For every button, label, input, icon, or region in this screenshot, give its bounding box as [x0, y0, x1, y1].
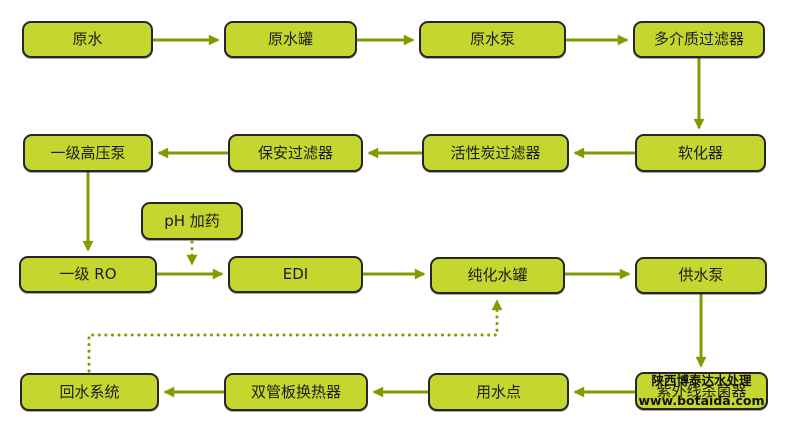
node-edi: EDI [228, 256, 363, 293]
node-label: 原水泵 [469, 30, 515, 48]
node-label: 多介质过滤器 [653, 30, 744, 48]
edge-return-to-purified-dotted [87, 299, 503, 373]
node-label: 原水罐 [267, 30, 313, 48]
node-softener: 软化器 [635, 134, 766, 172]
node-label: 供水泵 [678, 266, 724, 284]
node-carbon-filter: 活性炭过滤器 [422, 134, 569, 172]
node-supply-pump: 供水泵 [635, 257, 767, 294]
node-label: 双管板换热器 [250, 382, 341, 401]
node-purified-tank: 纯化水罐 [430, 257, 565, 294]
node-raw-water-tank: 原水罐 [224, 21, 357, 58]
node-uv-sterilizer: 紫外线杀菌器 陕西博泰达水处理 www.botaida.com [635, 372, 768, 410]
node-multimedia-filter: 多介质过滤器 [633, 21, 765, 58]
node-label: 软化器 [677, 143, 723, 162]
node-label: EDI [282, 265, 309, 283]
node-label: 活性炭过滤器 [450, 143, 541, 162]
node-return-system: 回水系统 [20, 373, 159, 411]
node-raw-water: 原水 [22, 21, 153, 58]
node-label: 一级 RO [59, 265, 117, 283]
node-label: 纯化水罐 [467, 266, 528, 284]
node-label: 原水 [72, 30, 103, 48]
node-raw-water-pump: 原水泵 [419, 21, 566, 58]
node-ph-dosing: pH 加药 [141, 202, 243, 240]
node-label: pH 加药 [164, 211, 220, 230]
watermark-text: 陕西博泰达水处理 [651, 373, 752, 388]
node-heat-exchanger: 双管板换热器 [224, 373, 368, 411]
node-security-filter: 保安过滤器 [228, 134, 363, 172]
node-hp-pump-1: 一级高压泵 [23, 134, 153, 172]
node-label: 保安过滤器 [257, 143, 333, 162]
node-ro-1: 一级 RO [19, 256, 157, 293]
node-label: 用水点 [475, 382, 521, 401]
node-label: 一级高压泵 [50, 143, 126, 162]
node-label: 回水系统 [59, 382, 120, 401]
watermark-url: www.botaida.com [638, 393, 765, 408]
node-use-point: 用水点 [428, 373, 569, 411]
